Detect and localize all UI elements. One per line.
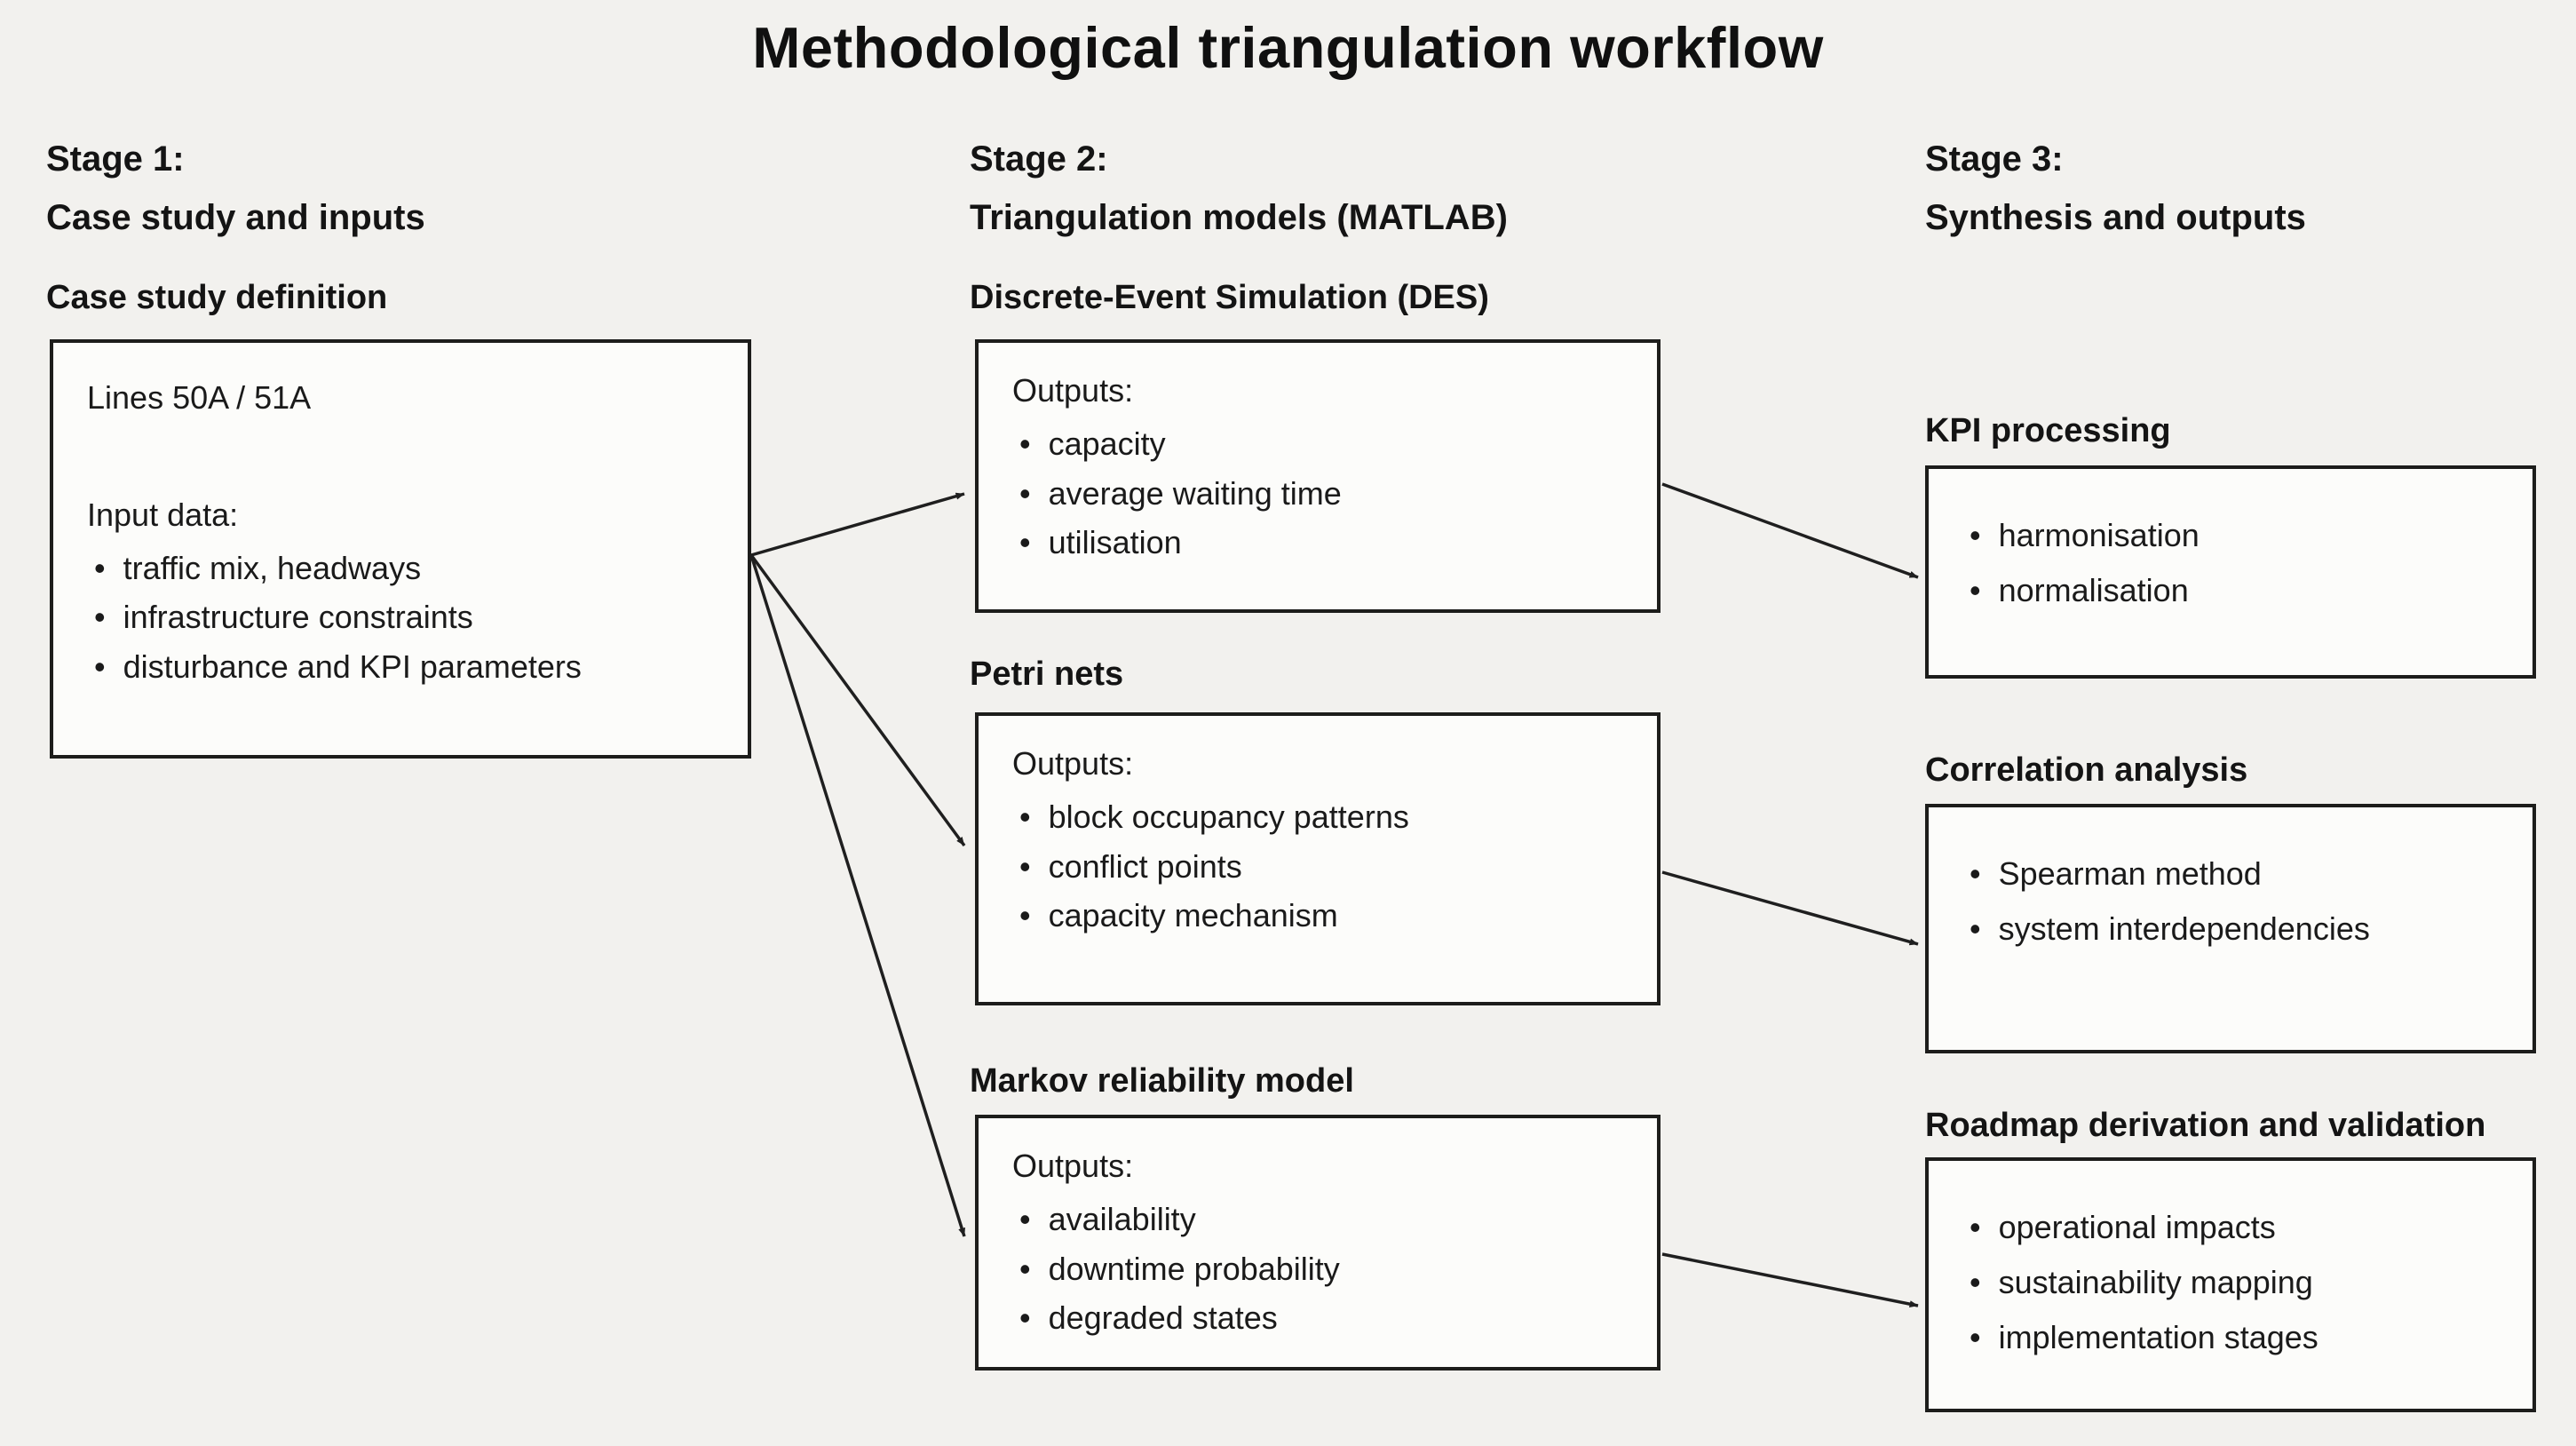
list-item: Spearman method	[1962, 846, 2499, 902]
list-item: availability	[1012, 1195, 1623, 1244]
petri-list-intro: Outputs:	[1012, 745, 1134, 782]
stage-2-header: Stage 2: Triangulation models (MATLAB)	[970, 130, 1508, 247]
roadmap-bullet-list: operational impacts sustainability mappi…	[1962, 1200, 2499, 1365]
roadmap-heading: Roadmap derivation and validation	[1925, 1107, 2486, 1144]
roadmap-box: operational impacts sustainability mappi…	[1925, 1157, 2536, 1412]
list-item: disturbance and KPI parameters	[87, 642, 714, 692]
list-item: average waiting time	[1012, 469, 1623, 519]
correlation-box: Spearman method system interdependencies	[1925, 804, 2536, 1053]
stage-1-label: Stage 1:	[46, 139, 185, 179]
stage-1-subtitle: Case study and inputs	[46, 198, 425, 237]
list-item: capacity mechanism	[1012, 891, 1623, 941]
list-item: sustainability mapping	[1962, 1255, 2499, 1310]
list-item: operational impacts	[1962, 1200, 2499, 1255]
stage-3-header: Stage 3: Synthesis and outputs	[1925, 130, 2306, 247]
arrow-case-to-petri	[749, 553, 966, 847]
list-item: conflict points	[1012, 842, 1623, 892]
case-study-list-intro: Input data:	[87, 496, 239, 533]
page-title: Methodological triangulation workflow	[752, 15, 1824, 80]
petri-bullet-list: block occupancy patterns conflict points…	[1012, 792, 1623, 941]
kpi-bullet-list: harmonisation normalisation	[1962, 508, 2499, 618]
markov-box: Outputs: availability downtime probabili…	[975, 1115, 1661, 1371]
arrow-des-to-kpi	[1661, 482, 1919, 579]
list-item: implementation stages	[1962, 1310, 2499, 1365]
list-item: infrastructure constraints	[87, 592, 714, 642]
arrow-case-to-markov	[749, 554, 966, 1237]
case-study-bullet-list: traffic mix, headways infrastructure con…	[87, 544, 714, 692]
list-item: utilisation	[1012, 518, 1623, 568]
arrow-case-to-des	[750, 492, 965, 557]
stage-3-subtitle: Synthesis and outputs	[1925, 198, 2306, 237]
list-item: normalisation	[1962, 563, 2499, 618]
markov-bullet-list: availability downtime probability degrad…	[1012, 1195, 1623, 1343]
petri-box: Outputs: block occupancy patterns confli…	[975, 712, 1661, 1005]
list-item: block occupancy patterns	[1012, 792, 1623, 842]
list-item: traffic mix, headways	[87, 544, 714, 593]
des-heading: Discrete-Event Simulation (DES)	[970, 279, 1489, 316]
arrow-petri-to-correlation	[1661, 870, 1919, 946]
case-study-heading: Case study definition	[46, 279, 388, 316]
kpi-heading: KPI processing	[1925, 412, 2171, 449]
arrow-markov-to-roadmap	[1661, 1252, 1919, 1308]
case-study-title-line: Lines 50A / 51A	[87, 379, 312, 416]
correlation-bullet-list: Spearman method system interdependencies	[1962, 846, 2499, 957]
des-box: Outputs: capacity average waiting time u…	[975, 339, 1661, 613]
stage-2-label: Stage 2:	[970, 139, 1108, 179]
des-bullet-list: capacity average waiting time utilisatio…	[1012, 419, 1623, 568]
list-item: harmonisation	[1962, 508, 2499, 563]
correlation-heading: Correlation analysis	[1925, 751, 2248, 789]
stage-2-subtitle: Triangulation models (MATLAB)	[970, 198, 1508, 237]
stage-1-header: Stage 1: Case study and inputs	[46, 130, 425, 247]
des-list-intro: Outputs:	[1012, 372, 1134, 409]
list-item: capacity	[1012, 419, 1623, 469]
markov-list-intro: Outputs:	[1012, 1148, 1134, 1184]
petri-heading: Petri nets	[970, 655, 1124, 693]
list-item: degraded states	[1012, 1293, 1623, 1343]
markov-heading: Markov reliability model	[970, 1062, 1354, 1100]
case-study-box: Lines 50A / 51A Input data: traffic mix,…	[50, 339, 751, 759]
list-item: downtime probability	[1012, 1244, 1623, 1294]
list-item: system interdependencies	[1962, 902, 2499, 957]
kpi-box: harmonisation normalisation	[1925, 465, 2536, 679]
stage-3-label: Stage 3:	[1925, 139, 2064, 179]
